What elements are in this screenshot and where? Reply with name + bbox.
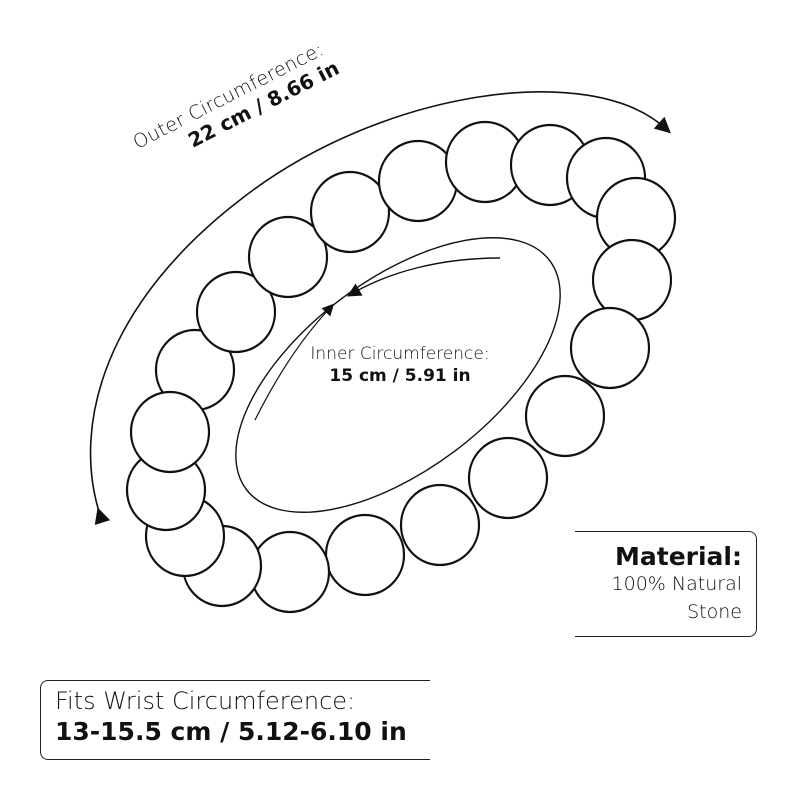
bead-5 bbox=[377, 139, 459, 223]
bead-4 bbox=[309, 170, 391, 254]
bead-12 bbox=[524, 374, 606, 458]
bead-3 bbox=[247, 215, 329, 299]
wrist-value: 13-15.5 cm / 5.12-6.10 in bbox=[55, 717, 407, 746]
inner-ellipse bbox=[235, 237, 561, 513]
bead-11 bbox=[569, 306, 651, 390]
material-title: Material: bbox=[615, 542, 742, 571]
bead-20 bbox=[129, 390, 211, 474]
bead-13 bbox=[467, 436, 549, 520]
inner-circumference-label: Inner Circumference: 15 cm / 5.91 in bbox=[280, 343, 520, 387]
inner-title: Inner Circumference: bbox=[310, 344, 490, 364]
material-box: Material: 100% Natural Stone bbox=[575, 531, 757, 637]
bead-14 bbox=[399, 483, 481, 567]
material-line1: 100% Natural bbox=[611, 573, 742, 595]
bead-2 bbox=[195, 270, 277, 354]
wrist-title: Fits Wrist Circumference: bbox=[55, 687, 356, 715]
wrist-fit-box: Fits Wrist Circumference: 13-15.5 cm / 5… bbox=[40, 680, 430, 760]
inner-arrow-head-1 bbox=[346, 257, 501, 297]
inner-arrow-head-2 bbox=[254, 303, 335, 421]
material-line2: Stone bbox=[687, 600, 742, 623]
outer-arrow bbox=[89, 91, 671, 526]
bead-16 bbox=[249, 530, 331, 614]
inner-value: 15 cm / 5.91 in bbox=[329, 366, 471, 387]
bead-15 bbox=[324, 513, 406, 597]
